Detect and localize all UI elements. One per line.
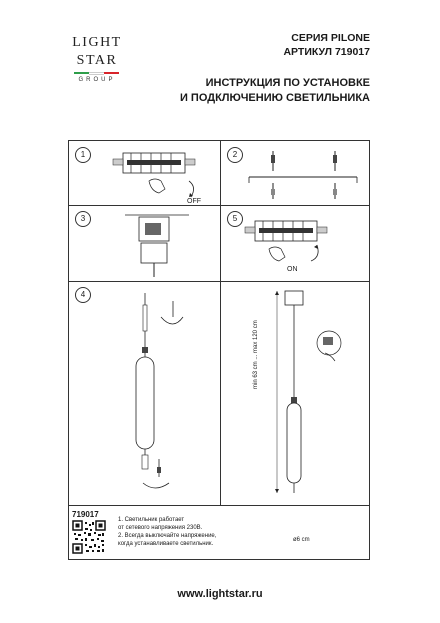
series-label: СЕРИЯ PILONE: [291, 32, 370, 44]
title-line-1: ИНСТРУКЦИЯ ПО УСТАНОВКЕ: [205, 77, 370, 89]
step1-breaker-off-illustration: OFF: [112, 152, 201, 205]
row-divider-3: [69, 505, 369, 506]
height-dimension-label: min 63 cm ... max 120 cm: [253, 320, 259, 389]
step-number-3: 3: [75, 211, 91, 227]
step4-assembly-illustration: [135, 293, 184, 489]
logo-line-2: STAR: [76, 53, 118, 68]
step2-mounting-screws-illustration: [248, 151, 358, 199]
instruction-frame: 1 2 3 5 4 OFF: [68, 140, 370, 560]
row-divider-1: [69, 205, 369, 206]
row-divider-2: [69, 281, 369, 282]
product-model: 719017: [72, 510, 99, 519]
note-line-3: 2. Всегда выключайте напряжение,: [118, 533, 217, 539]
step3-canopy-illustration: [125, 214, 189, 277]
step5-on-label: ON: [287, 266, 298, 273]
logo-line-3: GROUP: [78, 77, 116, 83]
dimensions-drawing: [275, 290, 342, 493]
website-link[interactable]: www.lightstar.ru: [177, 588, 263, 600]
step-number-1: 1: [75, 147, 91, 163]
installation-notes: 1. Светильник работает от сетевого напря…: [118, 516, 278, 548]
instruction-title: ИНСТРУКЦИЯ ПО УСТАНОВКЕ И ПОДКЛЮЧЕНИЮ СВ…: [180, 76, 370, 106]
column-divider: [220, 141, 221, 505]
step-number-4: 4: [75, 287, 91, 303]
note-line-4: когда устанавливаете светильник.: [118, 541, 214, 547]
italian-flag-stripe: [74, 72, 120, 75]
note-line-1: 1. Светильник работает: [118, 517, 185, 523]
brand-logo: LIGHT STAR GROUP: [66, 30, 128, 94]
step5-breaker-on-illustration: ON: [244, 220, 328, 273]
title-line-2: И ПОДКЛЮЧЕНИЮ СВЕТИЛЬНИКА: [179, 92, 370, 104]
article-label: АРТИКУЛ 719017: [283, 46, 370, 58]
step1-off-label: OFF: [187, 198, 201, 205]
step-number-2: 2: [227, 147, 243, 163]
logo-line-1: LIGHT: [72, 35, 122, 50]
note-line-2: от сетевого напряжения 230В.: [118, 525, 203, 531]
step-number-5: 5: [227, 211, 243, 227]
diameter-dimension-label: ø6 cm: [293, 537, 310, 543]
qr-code: [72, 520, 106, 554]
